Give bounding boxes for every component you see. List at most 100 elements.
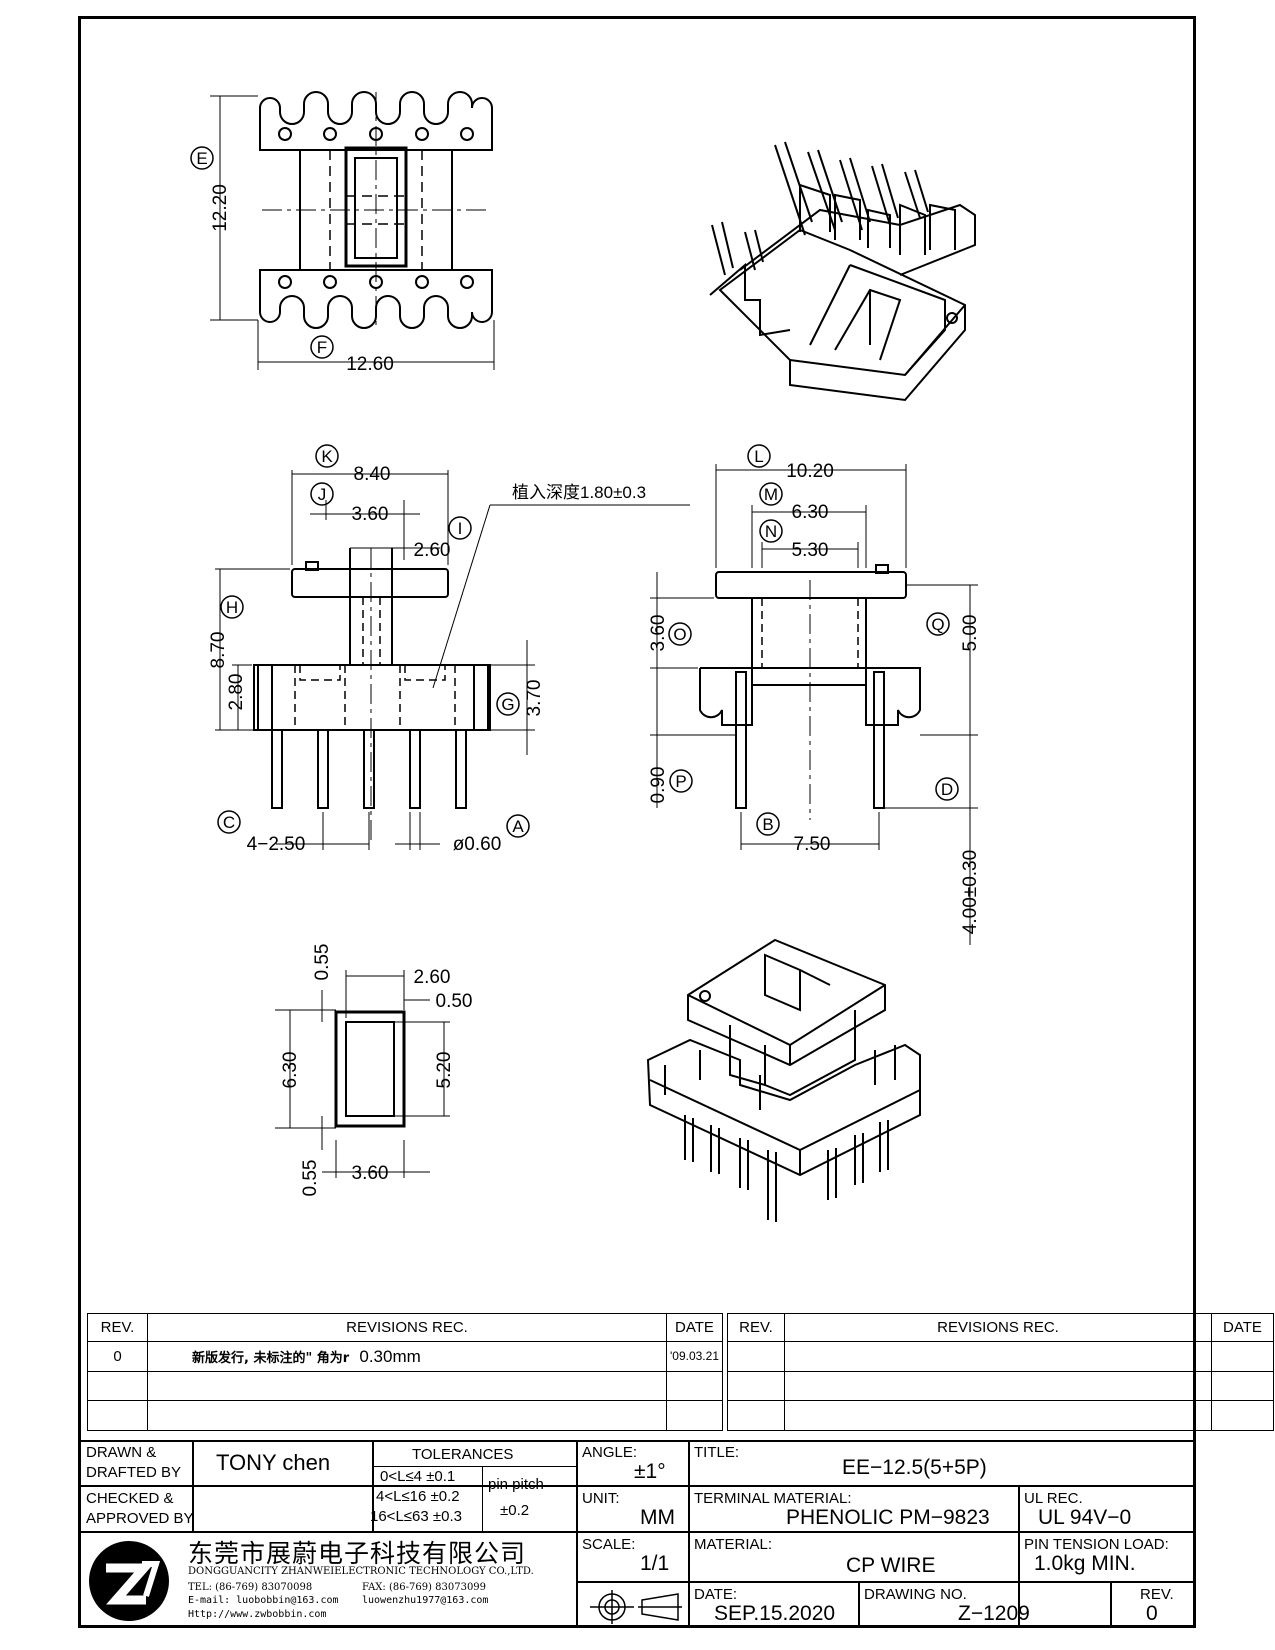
drawing-frame (78, 16, 1196, 1628)
insertion-depth-note: 植入深度1.80±0.3 (512, 483, 646, 502)
drafted-label: DRAFTED BY (86, 1464, 182, 1481)
rev-row2 (87, 1371, 148, 1401)
rev-row2-2 (727, 1371, 785, 1401)
company-email: E-mail: luobobbin@163.com (188, 1595, 339, 1606)
label-h: H (226, 598, 238, 617)
dim-i: 2.60 (414, 540, 451, 561)
dim-630: 6.30 (280, 1052, 301, 1089)
unit-value: MM (640, 1506, 675, 1529)
date-value: SEP.15.2020 (714, 1602, 836, 1625)
ul-label: UL REC. (1024, 1490, 1083, 1507)
company-fax: FAX: (86-769) 83073099 (362, 1582, 487, 1593)
rec-header-2: REVISIONS REC. (784, 1313, 1212, 1342)
date-header: DATE (666, 1313, 723, 1342)
rec-row1-2 (784, 1341, 1212, 1372)
core-section-view (275, 970, 450, 1178)
date-row2-2 (1211, 1371, 1274, 1401)
company-web[interactable]: Http://www.zwbobbin.com (188, 1609, 327, 1620)
rec-row1-val: 0.30mm (359, 1347, 421, 1366)
label-a: A (512, 817, 524, 836)
rev-row3-2 (727, 1400, 785, 1431)
rev-header-2: REV. (727, 1313, 785, 1342)
company-name-cn: 东莞市展蔚电子科技有限公司 (188, 1539, 527, 1568)
isometric-view-bottom (646, 938, 921, 1222)
rev-header: REV. (87, 1313, 148, 1342)
dim-h: 8.70 (208, 632, 229, 669)
label-d: D (941, 780, 953, 799)
rec-row3-2 (784, 1400, 1212, 1431)
label-m: M (764, 485, 778, 504)
date-label: DATE: (694, 1586, 738, 1603)
label-e: E (196, 149, 207, 168)
material-label: MATERIAL: (694, 1536, 773, 1553)
rev-value: 0 (1146, 1602, 1158, 1625)
label-k: K (321, 447, 333, 466)
label-l: L (754, 447, 763, 466)
tol-row-1: 0<L≤4 ±0.1 (380, 1468, 456, 1485)
title-block: DRAWN & DRAFTED BY TONY chen CHECKED & A… (80, 1440, 1193, 1628)
company-tel: TEL: (86-769) 83070098 (188, 1582, 313, 1593)
dim-m: 6.30 (792, 502, 829, 523)
projection-symbol-icon (590, 1590, 682, 1624)
date-row2 (666, 1371, 723, 1401)
dim-h2: 2.80 (226, 674, 247, 711)
dim-260: 2.60 (414, 967, 451, 988)
label-p: P (675, 772, 686, 791)
rec-header: REVISIONS REC. (147, 1313, 667, 1342)
dim-b: 7.50 (794, 834, 831, 855)
revisions-table: REV. REVISIONS REC. DATE REV. REVISIONS … (87, 1313, 1274, 1431)
dim-g: 3.70 (524, 680, 545, 717)
company-logo-icon (89, 1541, 169, 1621)
company-name-en: DONGGUANCITY ZHANWEIELECTRONIC TECHNOLOG… (188, 1566, 534, 1577)
top-view (190, 91, 495, 370)
label-b: B (762, 815, 773, 834)
dim-l: 10.20 (786, 461, 834, 482)
label-o: O (673, 625, 686, 644)
rev-row1: 0 (87, 1341, 148, 1372)
side-view (650, 444, 978, 945)
rec-row2 (147, 1371, 667, 1401)
rev-label: REV. (1140, 1586, 1174, 1603)
pin-pitch-value: ±0.2 (500, 1502, 530, 1519)
title-label: TITLE: (694, 1444, 740, 1461)
date-row3 (666, 1400, 723, 1431)
dim-o: 3.60 (648, 615, 669, 652)
pin-pitch-label: pin pitch (488, 1476, 544, 1493)
dim-a: ø0.60 (453, 834, 502, 855)
date-row1-2 (1211, 1341, 1274, 1372)
rev-row3 (87, 1400, 148, 1431)
dim-055-top: 0.55 (312, 944, 333, 981)
isometric-view-top (709, 141, 976, 402)
dim-j: 3.60 (352, 504, 389, 525)
title-value: EE−12.5(5+5P) (842, 1456, 987, 1479)
rec-row1: 新版发行, 未标注的" 角为r 0.30mm (147, 1341, 667, 1372)
label-j: J (318, 485, 327, 504)
date-header-2: DATE (1211, 1313, 1274, 1342)
drawn-label: DRAWN & (86, 1444, 157, 1461)
material-value: CP WIRE (846, 1554, 936, 1577)
tension-label: PIN TENSION LOAD: (1024, 1536, 1169, 1553)
dim-d: 4.00±0.30 (960, 850, 981, 934)
dim-n: 5.30 (792, 540, 829, 561)
scale-value: 1/1 (640, 1552, 670, 1575)
dimension-labels: E 12.20 F 12.60 K 8.40 J 3.60 I 2.60 H 8… (196, 149, 981, 1196)
dwg-no-value: Z−1209 (958, 1602, 1030, 1625)
terminal-label: TERMINAL MATERIAL: (694, 1490, 852, 1507)
tol-row-3: 16<L≤63 ±0.3 (370, 1508, 462, 1525)
label-c: C (223, 813, 235, 832)
dim-k: 8.40 (354, 464, 391, 485)
label-i: I (458, 519, 463, 538)
company-email-2: luowenzhu1977@163.com (362, 1595, 489, 1606)
label-g: G (501, 695, 514, 714)
dim-520: 5.20 (434, 1052, 455, 1089)
dim-p: 0.90 (648, 767, 669, 804)
label-q: Q (931, 615, 944, 634)
tolerances-label: TOLERANCES (412, 1446, 514, 1463)
rec-row3 (147, 1400, 667, 1431)
date-row3-2 (1211, 1400, 1274, 1431)
date-row1: '09.03.21 (666, 1341, 723, 1372)
tension-value: 1.0kg MIN. (1034, 1552, 1136, 1575)
scale-label: SCALE: (582, 1536, 636, 1553)
ul-value: UL 94V−0 (1038, 1506, 1132, 1529)
label-n: N (765, 522, 777, 541)
